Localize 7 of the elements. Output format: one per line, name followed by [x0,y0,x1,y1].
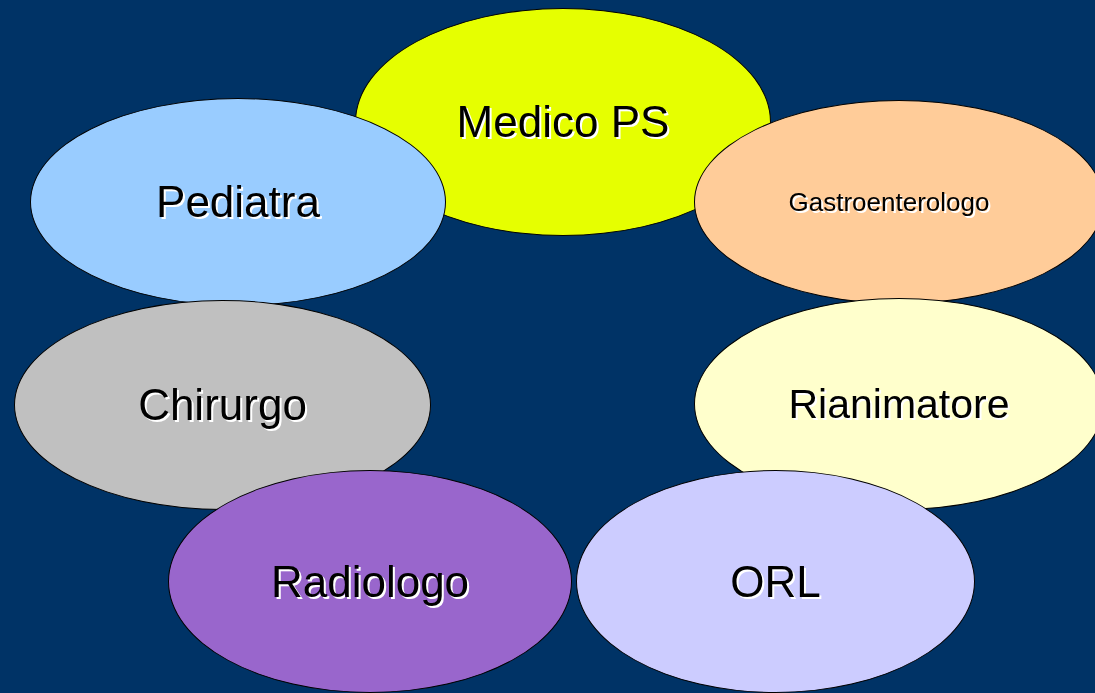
node-label: ORL [730,556,821,607]
node-label: Rianimatore [788,380,1010,428]
node-label: Radiologo [270,556,470,607]
node-label: Chirurgo [138,380,307,430]
node-label: Pediatra [156,177,320,227]
node-label: Gastroenterologo [788,186,990,218]
node-label: Medico PS [456,97,670,147]
